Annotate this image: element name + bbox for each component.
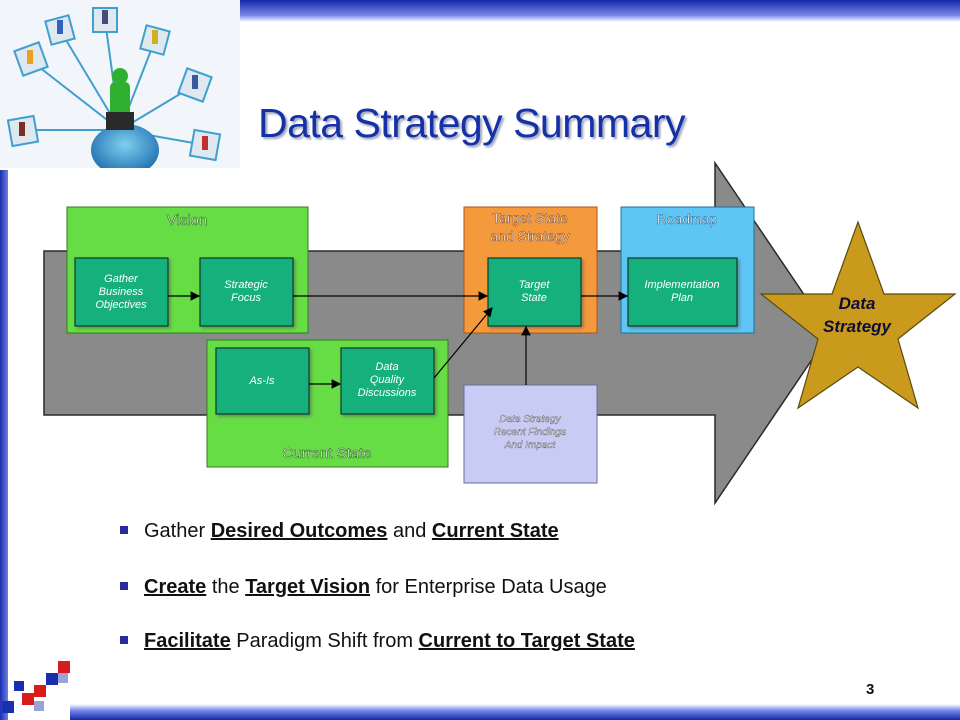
- data-quality-box: [340, 347, 435, 415]
- implementation-line2: Plan: [671, 292, 693, 304]
- top-accent-bar: [240, 0, 960, 22]
- target-line1: Target: [519, 279, 551, 291]
- bullet-2-emph-create: Create: [144, 576, 207, 598]
- research-line3: And Impact: [504, 440, 557, 451]
- implementation-line1: Implementation: [644, 279, 719, 291]
- page-number: 3: [866, 681, 875, 698]
- research-line1: Data Strategy: [499, 414, 561, 425]
- research-line2: Recent Findings: [494, 427, 566, 438]
- pixel-squares-icon: [2, 661, 70, 713]
- bullet-item-2: Create the Target Vision for Enterprise …: [120, 576, 607, 599]
- bullet-item-1: Gather Desired Outcomes and Current Stat…: [120, 520, 559, 543]
- roadmap-label: Roadmap: [657, 211, 718, 227]
- gather-objectives-box: [74, 257, 169, 327]
- as-is-box: [215, 347, 310, 415]
- bullet-1-text-1: Gather: [144, 520, 211, 542]
- bullet-square-icon: [120, 525, 128, 534]
- strategic-line1: Strategic: [224, 279, 268, 291]
- star-label-line1: Data: [839, 294, 876, 313]
- target-state-box: [487, 257, 582, 327]
- quality-to-target-arrow: [433, 307, 493, 379]
- target-line2: State: [521, 292, 547, 304]
- vision-label: Vision: [167, 212, 208, 229]
- target-state-label-line2: and Strategy: [490, 228, 569, 244]
- data-quality-line1: Data: [375, 361, 398, 373]
- bullet-2-text-1: the: [206, 576, 246, 598]
- data-quality-line3: Discussions: [358, 387, 417, 399]
- strategic-focus-box: [199, 257, 294, 327]
- bottom-accent-bar: [70, 704, 960, 720]
- bullet-2-emph-target-vision: Target Vision: [245, 576, 371, 598]
- bullet-3-emph-facilitate: Facilitate: [144, 630, 231, 652]
- data-strategy-star: [759, 220, 957, 410]
- research-box: [463, 384, 598, 484]
- gather-line3: Objectives: [95, 299, 147, 311]
- current-state-label: Current State: [282, 445, 371, 462]
- network-people-computers-icon: [0, 0, 240, 168]
- bullet-square-icon: [120, 581, 128, 590]
- target-state-label-line1: Target State: [492, 210, 568, 226]
- bullet-3-emph-current-to-target: Current to Target State: [418, 630, 635, 652]
- bullet-item-3: Facilitate Paradigm Shift from Current t…: [120, 630, 635, 653]
- connectors: [168, 291, 629, 389]
- implementation-plan-box: [627, 257, 738, 327]
- bullet-1-emph-current-state: Current State: [431, 520, 559, 542]
- bullet-3-text-1: Paradigm Shift from: [230, 630, 419, 652]
- bullet-2-text-2: for Enterprise Data Usage: [370, 576, 607, 598]
- gather-line2: Business: [99, 286, 144, 298]
- star-label-line2: Strategy: [823, 317, 893, 336]
- bullet-1-emph-desired-outcomes: Desired Outcomes: [210, 520, 388, 542]
- data-quality-line2: Quality: [370, 374, 406, 386]
- gather-line1: Gather: [104, 273, 139, 285]
- left-accent-bar: [0, 170, 8, 720]
- bullet-1-text-2: and: [387, 520, 432, 542]
- bullet-square-icon: [120, 635, 128, 644]
- slide-title: Data Strategy Summary: [258, 100, 686, 146]
- as-is-label: As-Is: [248, 375, 275, 387]
- strategic-line2: Focus: [231, 292, 261, 304]
